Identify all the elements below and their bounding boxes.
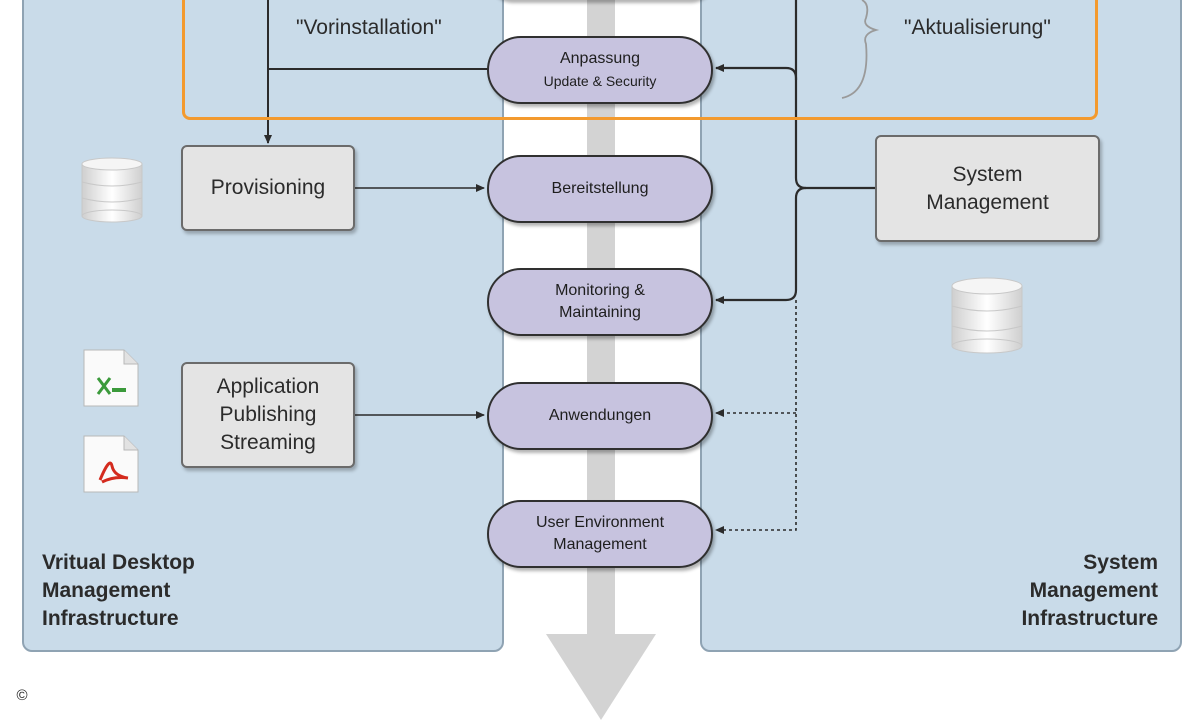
pill-line: Anpassung [559,50,641,67]
pill-user-environment: User Environment Management [487,500,713,568]
spreadsheet-file-icon [83,349,139,407]
provisioning-box: Provisioning [181,145,355,231]
pill-line: Management [553,536,647,553]
pill-line: Update & Security [543,73,657,89]
pill-line: Bereitstellung [551,180,649,197]
system-management-connectors [715,0,875,304]
pill-monitoring: Monitoring & Maintaining [487,268,713,336]
copyright-icon: © [16,687,28,704]
highlight-frame [182,0,1098,120]
pill-line: Anwendungen [548,407,652,424]
pill-bereitstellung: Bereitstellung [487,155,713,223]
virtual-desktop-panel [22,0,504,652]
pill-anwendungen: Anwendungen [487,382,713,450]
system-management-panel [700,0,1182,652]
label-aktualisierung: "Aktualisierung" [904,16,1051,39]
label-vorinstallation: "Vorinstallation" [296,16,442,39]
pill-line: Monitoring & [555,282,645,299]
pill-line: Maintaining [559,304,641,321]
system-management-box: System Management [875,135,1100,242]
infrastructure-label-right: System Management Infrastructure [1021,551,1158,630]
dotted-connectors [715,300,797,534]
pill-line: User Environment [535,514,665,531]
database-icon [81,157,143,223]
application-publishing-box: Application Publishing Streaming [181,362,355,468]
infrastructure-label-left: Vritual Desktop Management Infrastructur… [42,551,195,630]
pill-anpassung: Anpassung Update & Security [487,36,713,104]
pdf-file-icon [83,435,139,493]
curly-brace-icon [841,0,880,99]
database-icon [951,277,1023,354]
